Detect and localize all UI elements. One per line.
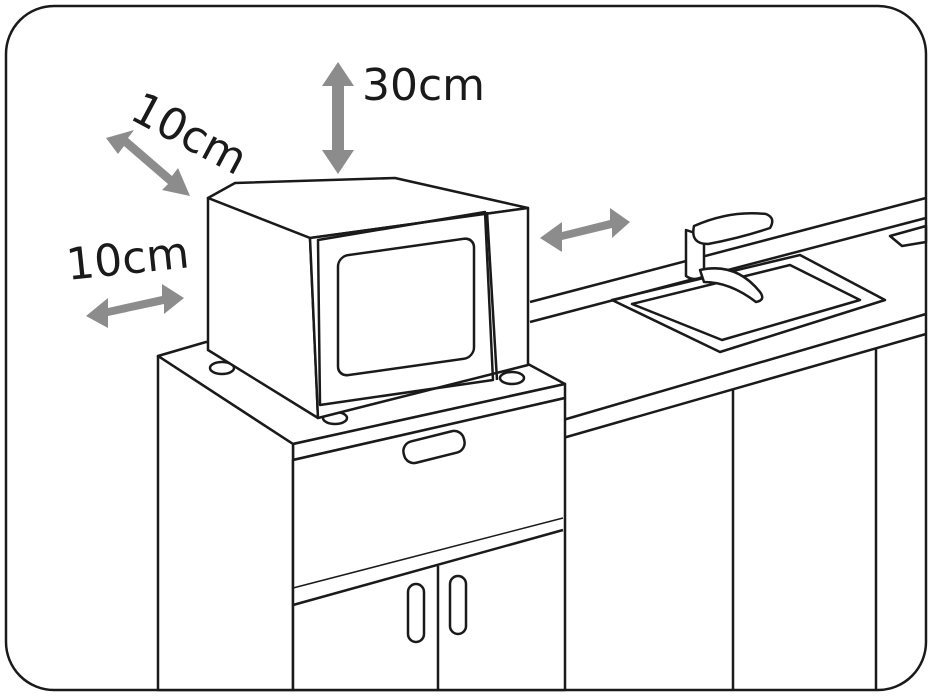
side-clearance-arrow — [86, 284, 184, 328]
drawer-handle — [402, 429, 466, 465]
microwave-window — [336, 237, 476, 377]
microwave-foot — [498, 370, 526, 386]
microwave-foot — [208, 360, 236, 376]
right-clearance-arrow — [540, 208, 630, 252]
door-handle-right — [448, 574, 468, 636]
top-clearance-label: 30cm — [362, 60, 485, 111]
cabinet-handles — [402, 429, 468, 644]
back-clearance-arrow — [106, 130, 190, 196]
top-clearance-arrow — [322, 62, 354, 174]
clearance-arrows — [86, 62, 630, 328]
door-handle-left — [406, 582, 426, 644]
microwave-oven — [206, 176, 530, 426]
faucet — [684, 211, 774, 304]
